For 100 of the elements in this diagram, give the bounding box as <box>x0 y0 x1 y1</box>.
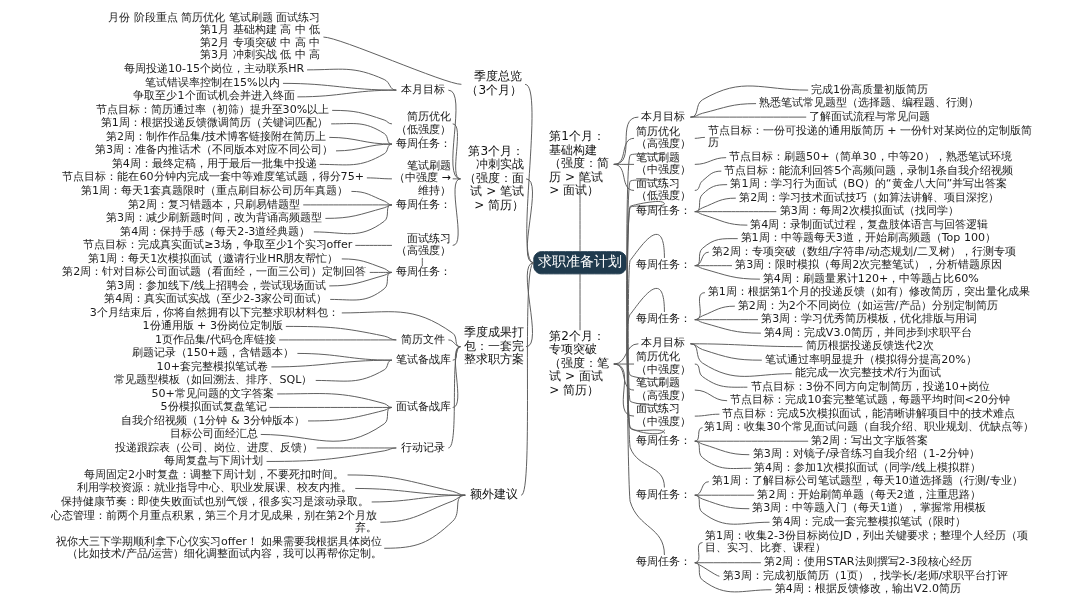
connector <box>694 319 762 334</box>
connector <box>302 204 393 206</box>
node-text: 10+套完整模拟笔试卷 <box>156 359 268 373</box>
node-text: 面试练习（高强度） <box>395 231 451 258</box>
node-text: 第1周：每天1套真题限时（重点刷目标公司历年真题） <box>80 184 349 197</box>
connector <box>694 319 759 321</box>
node-text: 第4周：参加1次模拟面试（同学/线上模拟群） <box>754 460 981 474</box>
connector <box>690 85 809 118</box>
connector <box>694 562 772 593</box>
connector <box>626 287 665 380</box>
node-text: 第2周：学习技术面试技巧（如算法讲解、项目深挖） <box>739 190 1000 204</box>
node-text: 第2周：复习错题本，只刷易错题型 <box>127 197 300 211</box>
node-text: 行动记录 <box>401 440 446 454</box>
node-text: 第4周：真实面试实战（至少2-3家公司面试） <box>104 292 328 306</box>
node-text: 完成1份高质量初版简历 <box>811 82 929 96</box>
connector <box>421 135 423 139</box>
node-text: 每周任务： <box>635 258 691 272</box>
connector <box>278 339 397 341</box>
node-text: 第2周：开始刷简单题（每天2道，注重思路） <box>757 487 981 501</box>
connector <box>694 238 739 267</box>
node-text: 第4周：刷题量累计120+，中等题占比60% <box>762 271 979 285</box>
node-text: 第2周：为2个不同岗位（如运营/产品）分别定制简历 <box>737 298 998 312</box>
connector <box>694 265 733 267</box>
connector <box>579 171 581 253</box>
connector <box>694 389 728 402</box>
connector <box>421 257 423 267</box>
node-text: 第1周：了解目标公司笔试题型，每天10道选择题（行测/专业） <box>711 474 1023 488</box>
node-text: 笔试通过率明显提升（模拟得分提高20%） <box>765 352 977 366</box>
node-text: 简历文件 <box>401 332 446 346</box>
node-text: 常见题型模板（如回溯法、排序、SQL） <box>114 373 313 387</box>
node-text: 第4周：最终定稿，用于最后一批集中投递 <box>111 156 317 170</box>
connector <box>694 440 752 469</box>
node-text: 每周任务： <box>635 312 691 326</box>
node-text: 50+常见问题的文字答案 <box>151 386 274 400</box>
node-text: 第2周：针对目标公司面试题（看面经，一面三公司）定制回答 <box>62 265 367 279</box>
node-text: 能完成一次完整技术/行为面试 <box>794 366 942 380</box>
node-text: 第4周：完成一套完整模拟笔试（限时） <box>772 514 967 528</box>
node-text: 第4周：录制面试过程，复盘肢体语言与回答逻辑 <box>750 217 989 231</box>
node-text: 目标公司面经汇总 <box>169 427 258 441</box>
connector <box>447 339 461 348</box>
node-box: 求职准备计划 <box>533 251 627 275</box>
node-text: 第1周：根据投递反馈微调简历（关键词匹配） <box>100 116 328 130</box>
connector <box>524 83 535 264</box>
connector <box>266 447 397 462</box>
connector <box>694 562 720 577</box>
node-text: 季度总览（3个月） <box>466 69 523 97</box>
connector <box>694 481 710 496</box>
node-text: 第2周：写出文字版答案 <box>811 433 929 447</box>
node-text: 第3周：参加线下/线上招聘会，尝试现场面试 <box>106 278 326 292</box>
node-text: 熟悉笔试常见题型（选择题、编程题、行测） <box>758 96 979 110</box>
node-text: 第2周：使用STAR法则撰写2-3段核心经历 <box>764 555 972 569</box>
connector <box>525 178 535 264</box>
connector <box>329 271 393 301</box>
node-text: 第1周：学习行为面试（BQ）的“黄金八大问”并写出答案 <box>730 177 1008 191</box>
node-text: 节点目标：能在60分钟内完成一套中等难度笔试题，得分75+ <box>62 170 364 184</box>
connector <box>690 343 803 348</box>
node-text: 每周投递10-15个岗位，主动联系HR <box>123 62 305 76</box>
node-text: 1页作品集/代码仓库链接 <box>154 332 276 346</box>
node-text: 简历优化（低强度） <box>395 110 451 136</box>
node-text: 第3周：学习优秀简历模板，优化排版与用词 <box>761 312 978 326</box>
connector <box>694 211 748 226</box>
connector <box>613 116 639 165</box>
connector <box>383 494 466 549</box>
connector <box>366 177 393 180</box>
node-text: 第1周：收集2-3份目标岗位JD，列出关键要求；整理个人经历（项目、实习、比赛、课程） <box>704 528 1028 555</box>
connector <box>694 197 737 213</box>
connector <box>694 136 706 139</box>
node-text: 利用学校资源：就业指导中心、职业发展课、校友内推。 <box>76 481 352 495</box>
connector <box>525 262 535 348</box>
node-text: 刷题记录（150+题，含错题本） <box>131 346 295 360</box>
node-text: 面试练习（中强度） <box>635 402 691 428</box>
connector <box>613 137 635 165</box>
node-text: 笔试备战库 <box>395 352 451 366</box>
node-text: 节点目标：刷题50+（简单30，中等20），熟悉笔试环境 <box>729 150 1012 164</box>
node-text: 1份通用版 + 3份岗位定制版 <box>142 319 283 333</box>
node-text: 第4周：完成V3.0简历，并同步到求职平台 <box>763 325 973 339</box>
connector <box>328 136 393 145</box>
connector <box>296 89 397 98</box>
node-text: 每周复盘与下周计划 <box>164 454 264 468</box>
connector <box>613 363 635 365</box>
node-text: 节点目标：3份不同方向定制简历，投递10+岗位 <box>750 379 991 393</box>
connector <box>694 542 703 564</box>
connector <box>322 36 462 85</box>
connector <box>452 178 461 246</box>
node-text: 第3周：中等题入门（每天1道），掌握常用模板 <box>752 501 987 515</box>
connector <box>421 197 423 200</box>
connector <box>626 151 665 556</box>
connector <box>260 406 393 442</box>
connector <box>354 244 393 246</box>
node-text: 简历根据投递反馈迭代2次 <box>805 339 934 353</box>
node-text: 第1周：收集30个常见面试问题（自我介绍、职业规划、优缺点等） <box>704 420 1034 434</box>
connector <box>579 273 581 331</box>
connector <box>335 143 393 152</box>
node-text: 了解面试流程与常见问题 <box>809 109 931 123</box>
node-text: 第3周：限时模拟（每周2次完整笔试），分析错题原因 <box>735 258 1003 272</box>
connector <box>690 343 793 377</box>
node-text: 笔试刷题（高强度） <box>635 376 691 402</box>
node-text: 简历优化（高强度） <box>635 124 691 151</box>
node-text: 节点目标：一份可投递的通用版简历 + 一份针对某岗位的定制版简历 <box>707 123 1033 150</box>
node-text: 第1个月：基础构建（强度：简历 > 笔试 > 面试） <box>549 129 610 198</box>
